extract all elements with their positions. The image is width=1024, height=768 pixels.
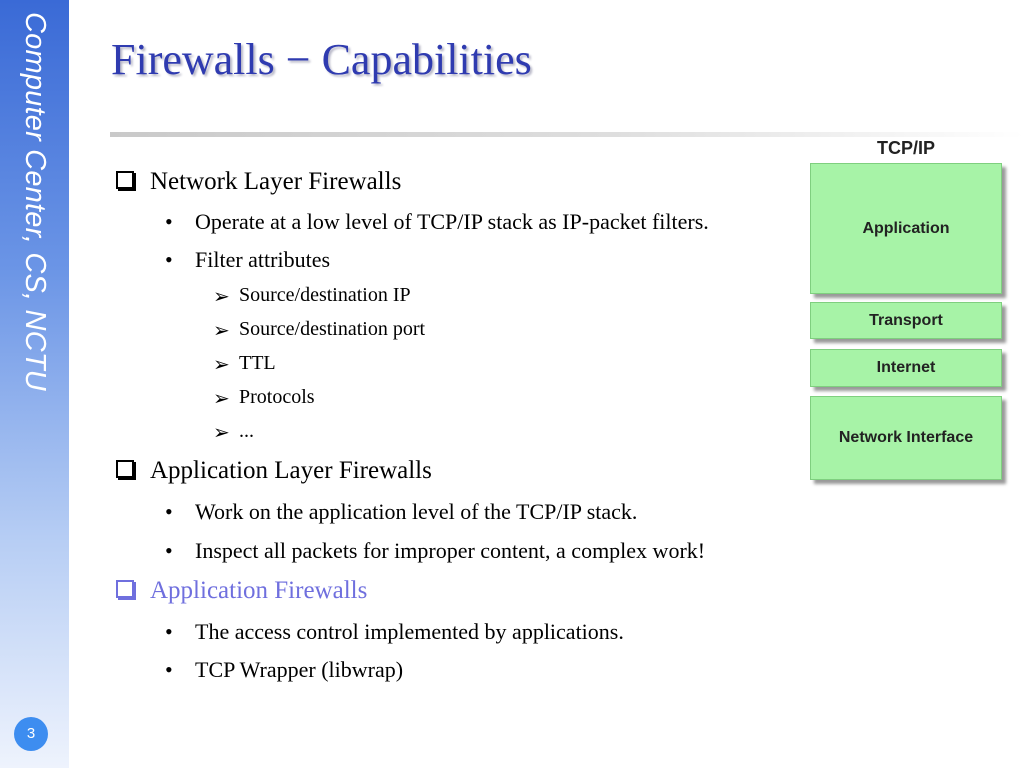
list-item: • Work on the application level of the T… bbox=[165, 499, 638, 525]
arrow-bullet-icon: ➢ bbox=[213, 354, 230, 376]
sub-list-item-text: Source/destination IP bbox=[239, 284, 411, 306]
checkbox-bullet-icon bbox=[116, 171, 134, 189]
bullet-dot-icon: • bbox=[165, 619, 173, 644]
sub-list-item-text: TTL bbox=[239, 352, 276, 374]
sub-list-item: ➢ Protocols bbox=[213, 386, 315, 410]
section-heading: Application Layer Firewalls bbox=[116, 457, 432, 485]
sub-list-item: ➢ TTL bbox=[213, 352, 276, 376]
layer-application: Application bbox=[810, 163, 1002, 294]
sub-list-item-text: Source/destination port bbox=[239, 318, 426, 340]
list-item: • TCP Wrapper (libwrap) bbox=[165, 657, 404, 683]
bullet-dot-icon: • bbox=[165, 209, 173, 234]
sub-list-item: ➢ ... bbox=[213, 420, 254, 444]
list-item: • Operate at a low level of TCP/IP stack… bbox=[165, 209, 709, 235]
layer-internet: Internet bbox=[810, 349, 1002, 387]
arrow-bullet-icon: ➢ bbox=[213, 320, 230, 342]
sub-list-item: ➢ Source/destination port bbox=[213, 318, 426, 342]
list-item-text: Filter attributes bbox=[195, 247, 331, 272]
sidebar: Computer Center, CS, NCTU 3 bbox=[0, 0, 69, 768]
checkbox-bullet-icon bbox=[116, 580, 134, 598]
layer-network-interface: Network Interface bbox=[810, 396, 1002, 480]
bullet-dot-icon: • bbox=[165, 247, 173, 272]
section-heading: Network Layer Firewalls bbox=[116, 168, 402, 196]
list-item-text: Inspect all packets for improper content… bbox=[195, 538, 706, 563]
section-heading-text: Application Layer Firewalls bbox=[150, 457, 432, 484]
sub-list-item-text: Protocols bbox=[239, 386, 315, 408]
section-heading-text: Application Firewalls bbox=[150, 577, 368, 604]
section-heading-highlighted: Application Firewalls bbox=[116, 577, 368, 605]
arrow-bullet-icon: ➢ bbox=[213, 422, 230, 444]
title-divider bbox=[110, 132, 1024, 137]
diagram-title: TCP/IP bbox=[876, 138, 935, 158]
slide-title: Firewalls − Capabilities bbox=[111, 35, 532, 84]
bullet-dot-icon: • bbox=[165, 538, 173, 563]
arrow-bullet-icon: ➢ bbox=[213, 388, 230, 410]
bullet-dot-icon: • bbox=[165, 657, 173, 682]
checkbox-bullet-icon bbox=[116, 460, 134, 478]
sub-list-item-text: ... bbox=[239, 420, 254, 442]
tcp-ip-stack-diagram: TCP/IP Application Transport Internet Ne… bbox=[806, 138, 1006, 488]
section-heading-text: Network Layer Firewalls bbox=[150, 168, 402, 195]
list-item-text: Work on the application level of the TCP… bbox=[195, 499, 638, 524]
list-item: • Inspect all packets for improper conte… bbox=[165, 538, 706, 564]
layer-transport: Transport bbox=[810, 302, 1002, 339]
arrow-bullet-icon: ➢ bbox=[213, 286, 230, 308]
list-item: • The access control implemented by appl… bbox=[165, 619, 624, 645]
list-item-text: Operate at a low level of TCP/IP stack a… bbox=[195, 209, 709, 234]
page-number: 3 bbox=[14, 717, 48, 751]
sub-list-item: ➢ Source/destination IP bbox=[213, 284, 411, 308]
list-item: • Filter attributes bbox=[165, 247, 331, 273]
list-item-text: The access control implemented by applic… bbox=[195, 619, 624, 644]
sidebar-title: Computer Center, CS, NCTU bbox=[19, 12, 51, 391]
list-item-text: TCP Wrapper (libwrap) bbox=[195, 657, 404, 682]
bullet-dot-icon: • bbox=[165, 499, 173, 524]
